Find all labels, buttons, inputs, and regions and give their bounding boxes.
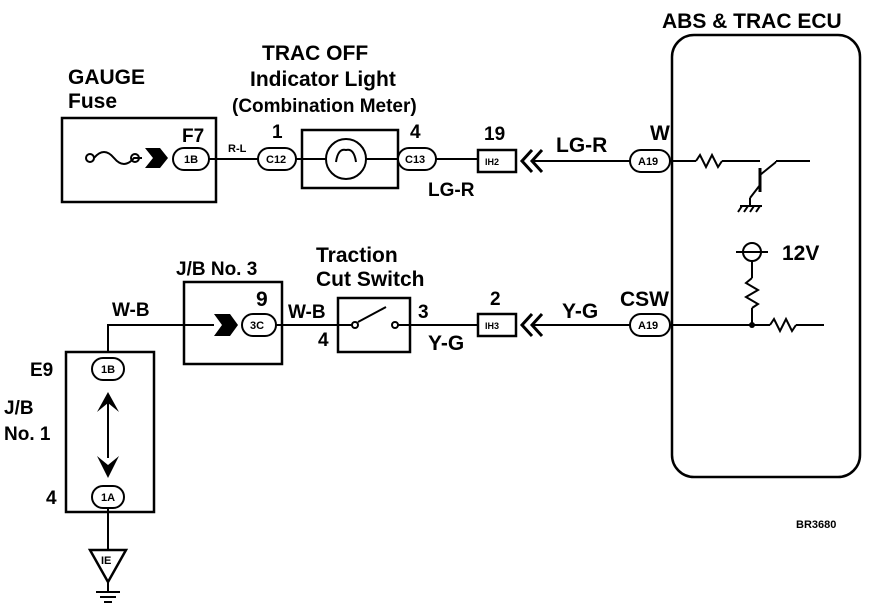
jb3-label: J/B No. 3 [176, 259, 257, 280]
trac-off-conn-out-label: C13 [405, 154, 425, 166]
ecu-voltage: 12V [782, 242, 819, 265]
ecu-conn-w-label: A19 [638, 156, 658, 168]
jb3-pin: 9 [256, 288, 268, 311]
jb1-label-1: J/B [4, 398, 34, 419]
ecu-title: ABS & TRAC ECU [662, 10, 842, 33]
bulb-icon [302, 138, 398, 180]
fuse-icon [85, 148, 168, 168]
wire-y-g-upper: Y-G [562, 300, 598, 323]
traction-cut-pin-out: 3 [418, 302, 429, 323]
wire-lg-r-lower: LG-R [428, 180, 475, 201]
jb1-arrow-up-icon [97, 392, 119, 412]
trac-off-conn-in-label: C12 [266, 154, 286, 166]
ecu-12v-source [736, 242, 768, 328]
ecu-conn-csw-label: A19 [638, 320, 658, 332]
switch-icon [338, 306, 410, 329]
jb1-label-2: No. 1 [4, 424, 51, 445]
ground-icon [87, 548, 129, 585]
gauge-fuse-connector-label: 1B [184, 154, 198, 166]
jb3-connector-label: 3C [250, 320, 264, 332]
wire-r-l: R-L [228, 143, 247, 155]
traction-cut-label-2: Cut Switch [316, 268, 425, 291]
ih3-connector-label: IH3 [485, 321, 499, 331]
traction-cut-pin-in: 4 [318, 330, 329, 351]
jb3-arrow-icon [214, 314, 238, 336]
trac-off-label-2: Indicator Light [250, 68, 396, 91]
ground-label: IE [101, 555, 111, 567]
ecu-pin-csw: CSW [620, 288, 669, 311]
trac-off-label-3: (Combination Meter) [232, 96, 417, 117]
jb1-pin-bottom: 4 [46, 488, 57, 509]
ih3-connector [476, 312, 518, 338]
jb1-id: E9 [30, 360, 53, 381]
gauge-fuse-label-2: Fuse [68, 90, 117, 113]
jb1-conn-bottom-label: 1A [101, 492, 115, 504]
ecu-transistor-circuit [670, 152, 810, 213]
ih3-pin: 2 [490, 289, 501, 310]
trac-off-label-1: TRAC OFF [262, 42, 368, 65]
jb1-conn-top-label: 1B [101, 364, 115, 376]
traction-cut-label-1: Traction [316, 244, 398, 267]
wire-w-b-right: W-B [288, 302, 326, 323]
ih2-pin: 19 [484, 124, 505, 145]
diagram-code: BR3680 [796, 519, 836, 531]
ecu-pin-w: W [650, 122, 670, 145]
ih2-connector-label: IH2 [485, 157, 499, 167]
ih2-connector [476, 148, 518, 174]
jb1-arrow-down-icon [97, 456, 119, 478]
trac-off-pin-in: 1 [272, 122, 283, 143]
trac-off-pin-out: 4 [410, 122, 421, 143]
wire-y-g-lower: Y-G [428, 332, 464, 355]
wire-lg-r-upper: LG-R [556, 134, 607, 157]
gauge-fuse-connector-id: F7 [182, 126, 204, 147]
gauge-fuse-label-1: GAUGE [68, 66, 145, 89]
ecu-csw-circuit [670, 316, 824, 334]
ecu-box [670, 33, 862, 479]
jb1-conn-top [91, 357, 125, 381]
wire-w-b-left: W-B [112, 300, 150, 321]
